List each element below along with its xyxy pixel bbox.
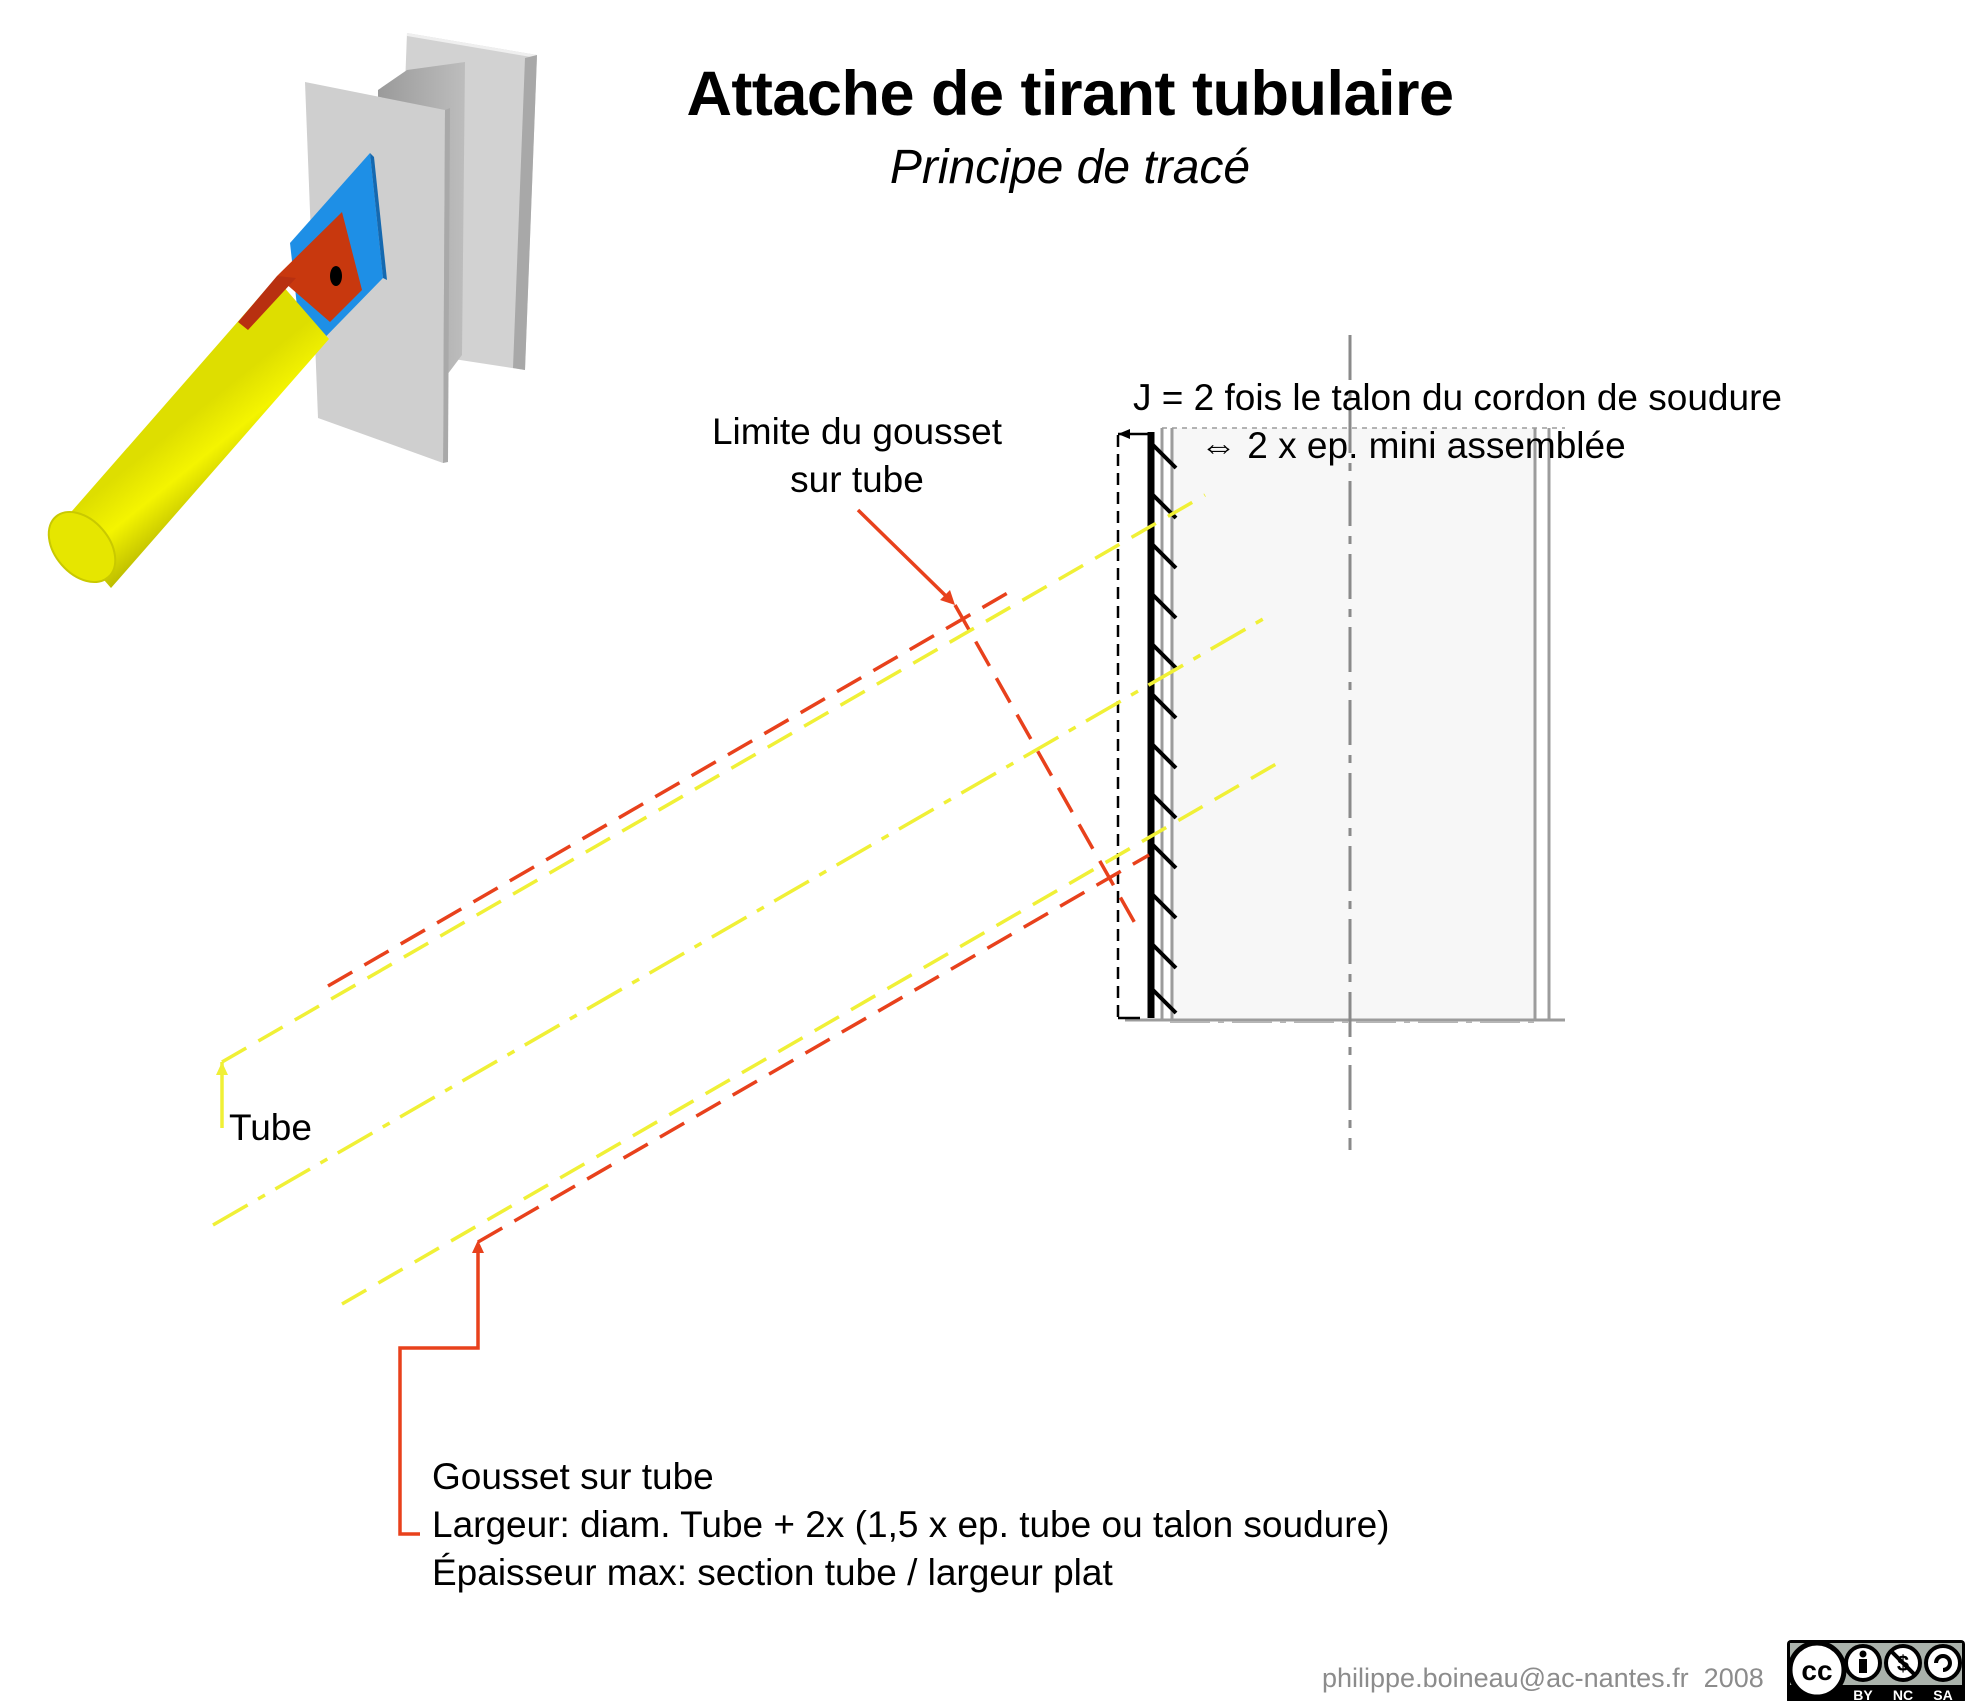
cc-logo-text: cc [1801, 1655, 1832, 1686]
beam-front-flange-edge [443, 108, 450, 463]
gousset-leader [398, 1247, 480, 1536]
j-gap-arrow [1118, 429, 1130, 439]
beam-back-flange-side [513, 55, 537, 370]
blue-plate-edge [370, 153, 387, 280]
red-gusset-tab [238, 276, 296, 330]
limite-gousset-line-1: Limite du gousset [711, 411, 1002, 452]
illustration-3d [47, 33, 537, 588]
bolt-hole [330, 266, 342, 286]
cc-license-badge: cc $ BY NC SA [1787, 1640, 1965, 1701]
tube-label: Tube [229, 1107, 312, 1148]
gusset-upper-line [327, 585, 1019, 988]
limite-leader [856, 508, 950, 600]
page-subtitle: Principe de tracé [889, 141, 1251, 194]
j-gap-note-line-1: J = 2 fois le talon du cordon de soudure [1133, 377, 1782, 418]
beam-back-flange-top [407, 33, 537, 58]
limite-gousset-line-2: sur tube [790, 459, 924, 500]
gousset-leader-arrow [472, 1240, 484, 1253]
tube-lower-line [341, 758, 1284, 1306]
cc-badge-nc: NC [1893, 1687, 1913, 1701]
j-gap-note: J = 2 fois le talon du cordon de soudure… [1133, 374, 1782, 470]
tube-axis [212, 613, 1271, 1227]
sa-icon [1924, 1644, 1962, 1682]
flange-region [1170, 428, 1535, 1020]
gousset-line-2: Largeur: diam. Tube + 2x (1,5 x ep. tube… [432, 1504, 1390, 1545]
j-gap-box [1116, 429, 1152, 1020]
red-gusset [277, 212, 362, 322]
credit-year: 2008 [1703, 1663, 1764, 1693]
tube-lines [212, 493, 1284, 1306]
gusset-lines [327, 508, 1150, 1536]
gusset-lower-line [477, 853, 1150, 1244]
author-email: philippe.boineau@ac-nantes.fr [1322, 1663, 1689, 1693]
gousset-label: Gousset sur tube Largeur: diam. Tube + 2… [432, 1453, 1389, 1597]
author-credit: philippe.boineau@ac-nantes.fr 2008 [1322, 1663, 1764, 1694]
cc-logo-circle [1787, 1640, 1847, 1700]
tube-end-cap [47, 510, 117, 584]
cc-badge-sa: SA [1933, 1687, 1952, 1701]
gousset-line-1: Gousset sur tube [432, 1456, 714, 1497]
gusset-limit-line [953, 604, 1138, 926]
gousset-line-3: Épaisseur max: section tube / largeur pl… [432, 1552, 1113, 1593]
page-title: Attache de tirant tubulaire [686, 59, 1454, 129]
tube-upper-line [221, 493, 1206, 1064]
j-gap-note-line-2: ⇔ 2 x ep. mini assemblée [1200, 425, 1626, 466]
limite-gousset-label: Limite du gousset sur tube [700, 408, 1014, 504]
cc-badge-by: BY [1853, 1687, 1873, 1701]
tube-leader-arrow [216, 1062, 228, 1075]
tube-body [58, 278, 329, 588]
beam-section [1125, 335, 1565, 1150]
limite-leader-arrow [940, 590, 955, 605]
